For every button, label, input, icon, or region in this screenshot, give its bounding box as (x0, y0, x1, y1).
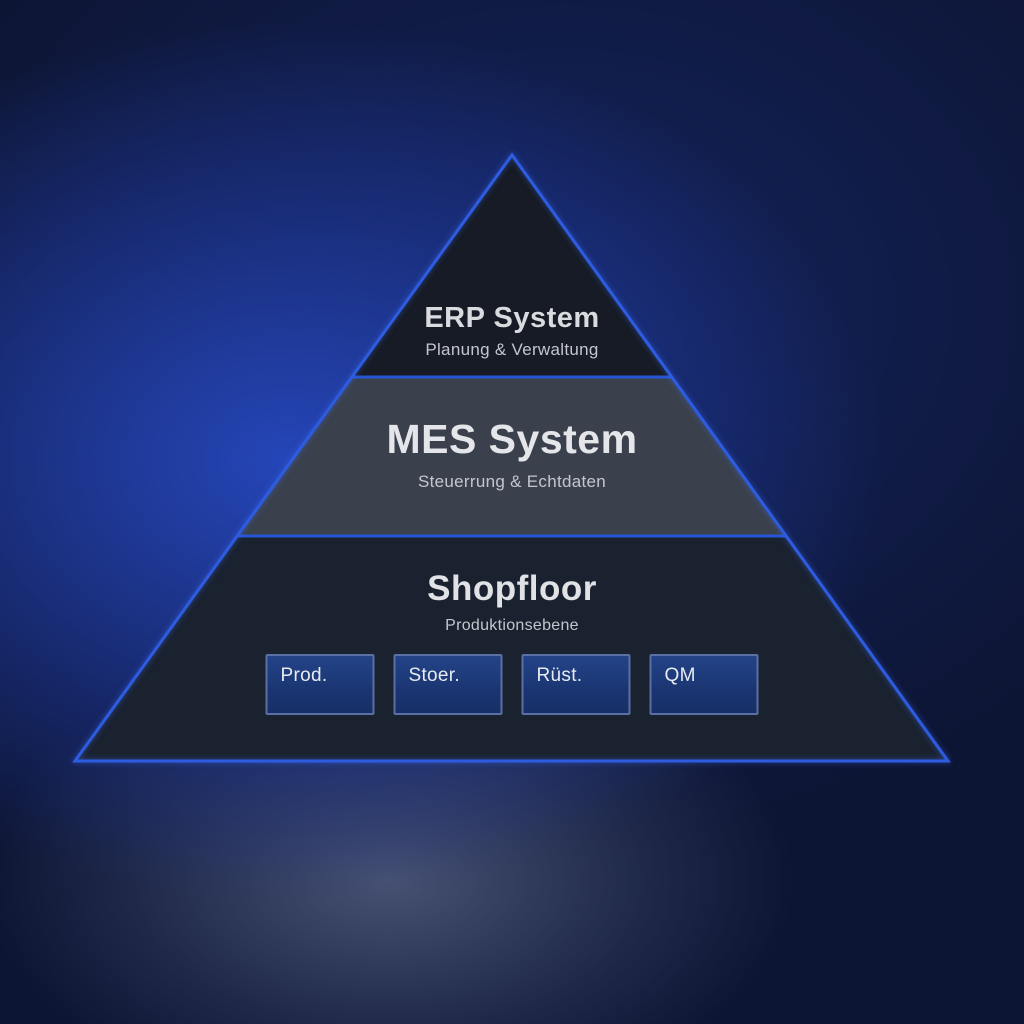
module-prod-label: Prod. (280, 665, 328, 686)
layer-erp-shape (75, 155, 948, 378)
module-ruest: Rüst. (521, 654, 631, 715)
module-stoer-label: Stoer. (408, 665, 460, 686)
layer-shopfloor-shape (75, 536, 948, 761)
module-qm-label: QM (664, 665, 696, 686)
pyramid-outline (72, 152, 951, 763)
module-prod: Prod. (265, 654, 375, 715)
module-ruest-label: Rüst. (536, 665, 583, 686)
module-qm: QM (649, 654, 759, 715)
module-stoer: Stoer. (393, 654, 503, 715)
layer-mes-shape (75, 378, 948, 536)
shopfloor-modules-row: Prod. Stoer. Rüst. QM (265, 654, 759, 715)
